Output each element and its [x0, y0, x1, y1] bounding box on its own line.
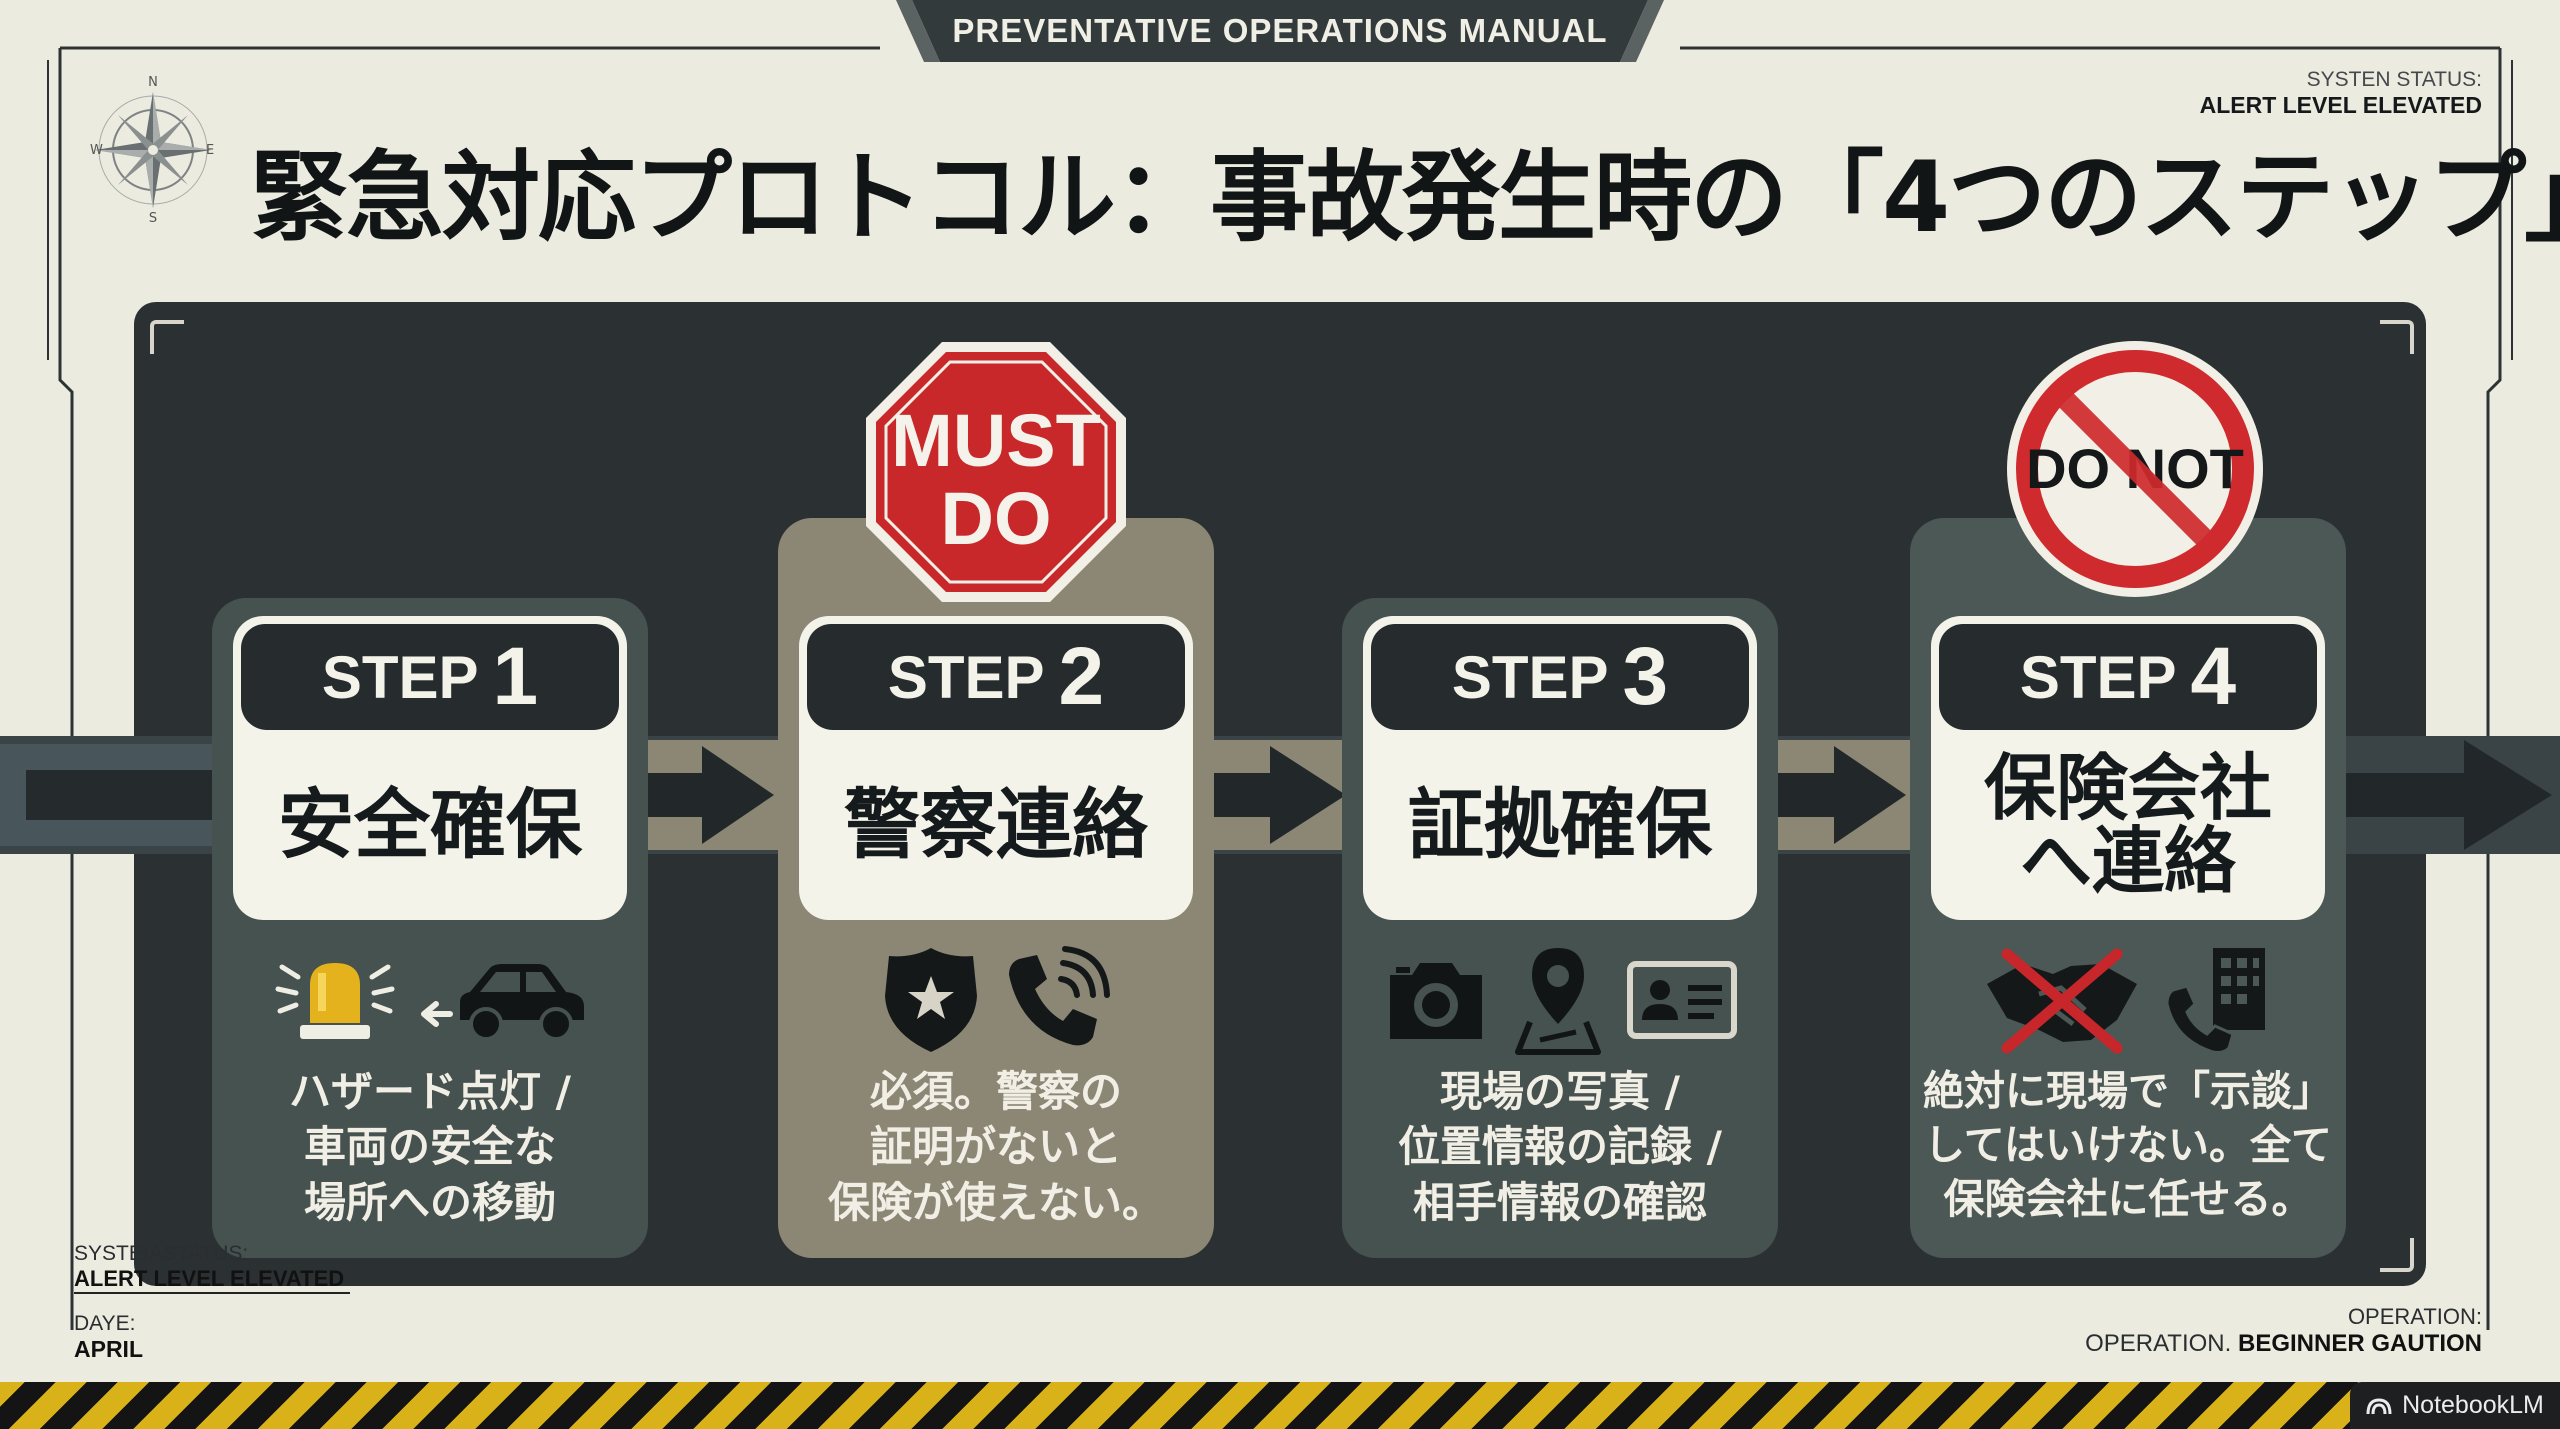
- operation-label: OPERATION:: [2347, 1304, 2482, 1329]
- arrow-3: [1762, 746, 1906, 844]
- operation-value: BEGINNER GAUTION: [2237, 1330, 2482, 1357]
- must-do-line1: MUST: [891, 399, 1101, 482]
- step-4-title: 保険会社 へ連絡: [1983, 745, 2272, 903]
- step-word: STEP: [1451, 643, 1609, 711]
- date-value: APRIL: [74, 1336, 143, 1362]
- step-number: 3: [1622, 631, 1669, 722]
- page-title: 緊急対応プロトコル：事故発生時の「4つのステップ」: [250, 141, 2560, 255]
- step-word: STEP: [321, 643, 479, 711]
- status-label: SYSTEN STATUS:: [2306, 68, 2482, 91]
- location-pin-icon: [1515, 948, 1601, 1055]
- no-handshake-icon: [1987, 948, 2137, 1054]
- operation-prefix: OPERATION.: [2085, 1330, 2232, 1357]
- step-number: 1: [492, 631, 539, 722]
- step-2-description: 必須。警察の 証明がないと 保険が使えない。: [827, 1067, 1164, 1227]
- bl-status-value: ALERT LEVEL ELEVATED: [74, 1266, 351, 1294]
- police-badge-icon: [885, 948, 977, 1052]
- hazard-stripe: [0, 1382, 2560, 1429]
- car-icon: [421, 964, 584, 1041]
- camera-icon: [1390, 963, 1482, 1039]
- step-3-description: 現場の写真 / 位置情報の記録 / 相手情報の確認: [1398, 1067, 1722, 1227]
- phone-building-icon: [2165, 948, 2265, 1054]
- step-1-icons: [212, 936, 648, 1064]
- panel-corner-tl: [150, 320, 184, 354]
- panel-corner-br: [2380, 1238, 2414, 1272]
- arrow-out: [2334, 740, 2552, 850]
- arrow-2: [1196, 746, 1346, 844]
- step-1-description: ハザード点灯 / 車両の安全な 場所への移動: [289, 1067, 571, 1227]
- step-number: 4: [2190, 631, 2237, 722]
- compass-e: E: [206, 143, 214, 158]
- compass-s: S: [149, 211, 157, 222]
- step-number: 2: [1058, 631, 1105, 722]
- system-status-top: SYSTEN STATUS: ALERT LEVEL ELEVATED: [2200, 68, 2482, 119]
- compass-n: N: [148, 75, 158, 90]
- panel-corner-tr: [2380, 320, 2414, 354]
- phone-call-icon: [1009, 946, 1110, 1046]
- step-2-icons: [778, 936, 1214, 1064]
- operation-status: OPERATION: OPERATION. BEGINNER GAUTION: [2085, 1304, 2482, 1358]
- compass-w: W: [90, 143, 103, 158]
- brand-label: NotebookLM: [2402, 1391, 2544, 1419]
- step-3-icons: [1342, 936, 1778, 1064]
- step-3-title: 証拠確保: [1408, 780, 1712, 870]
- status-value: ALERT LEVEL ELEVATED: [2199, 92, 2482, 119]
- notebooklm-logo-icon: [2366, 1397, 2392, 1414]
- step-word: STEP: [887, 643, 1045, 711]
- do-not-prohibition-icon: DO NOT: [2007, 341, 2263, 597]
- compass-rose-icon: N S W E: [90, 75, 214, 222]
- notebooklm-watermark: NotebookLM: [2350, 1382, 2560, 1429]
- step-4-description: 絶対に現場で「示談」 してはいけない。全て 保険会社に任せる。: [1923, 1067, 2333, 1224]
- manual-banner: PREVENTATIVE OPERATIONS MANUAL: [952, 12, 1608, 49]
- must-do-line2: DO: [941, 477, 1052, 560]
- date-label: DAYE:: [74, 1312, 136, 1335]
- step-4-icons: [1910, 936, 2346, 1064]
- step-2-title: 警察連絡: [844, 780, 1148, 870]
- bl-status-label: SYSTEIASTATUS:: [74, 1242, 249, 1265]
- arrow-1: [648, 746, 774, 844]
- step-1-title: 安全確保: [278, 780, 582, 870]
- must-do-stop-sign-icon: MUST DO: [866, 342, 1126, 602]
- step-word: STEP: [2019, 643, 2177, 711]
- system-status-bottom: SYSTEIASTATUS: ALERT LEVEL ELEVATED DAYE…: [74, 1242, 351, 1363]
- siren-icon: [275, 963, 395, 1039]
- id-card-icon: [1627, 961, 1737, 1039]
